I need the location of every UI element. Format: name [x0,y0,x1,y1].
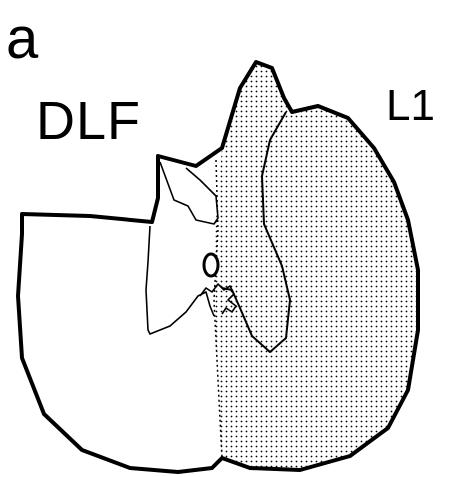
central-canal [204,254,218,276]
region-label-l1: L1 [386,84,435,128]
panel-label: a [6,10,38,68]
region-label-dlf: DLF [36,94,141,148]
